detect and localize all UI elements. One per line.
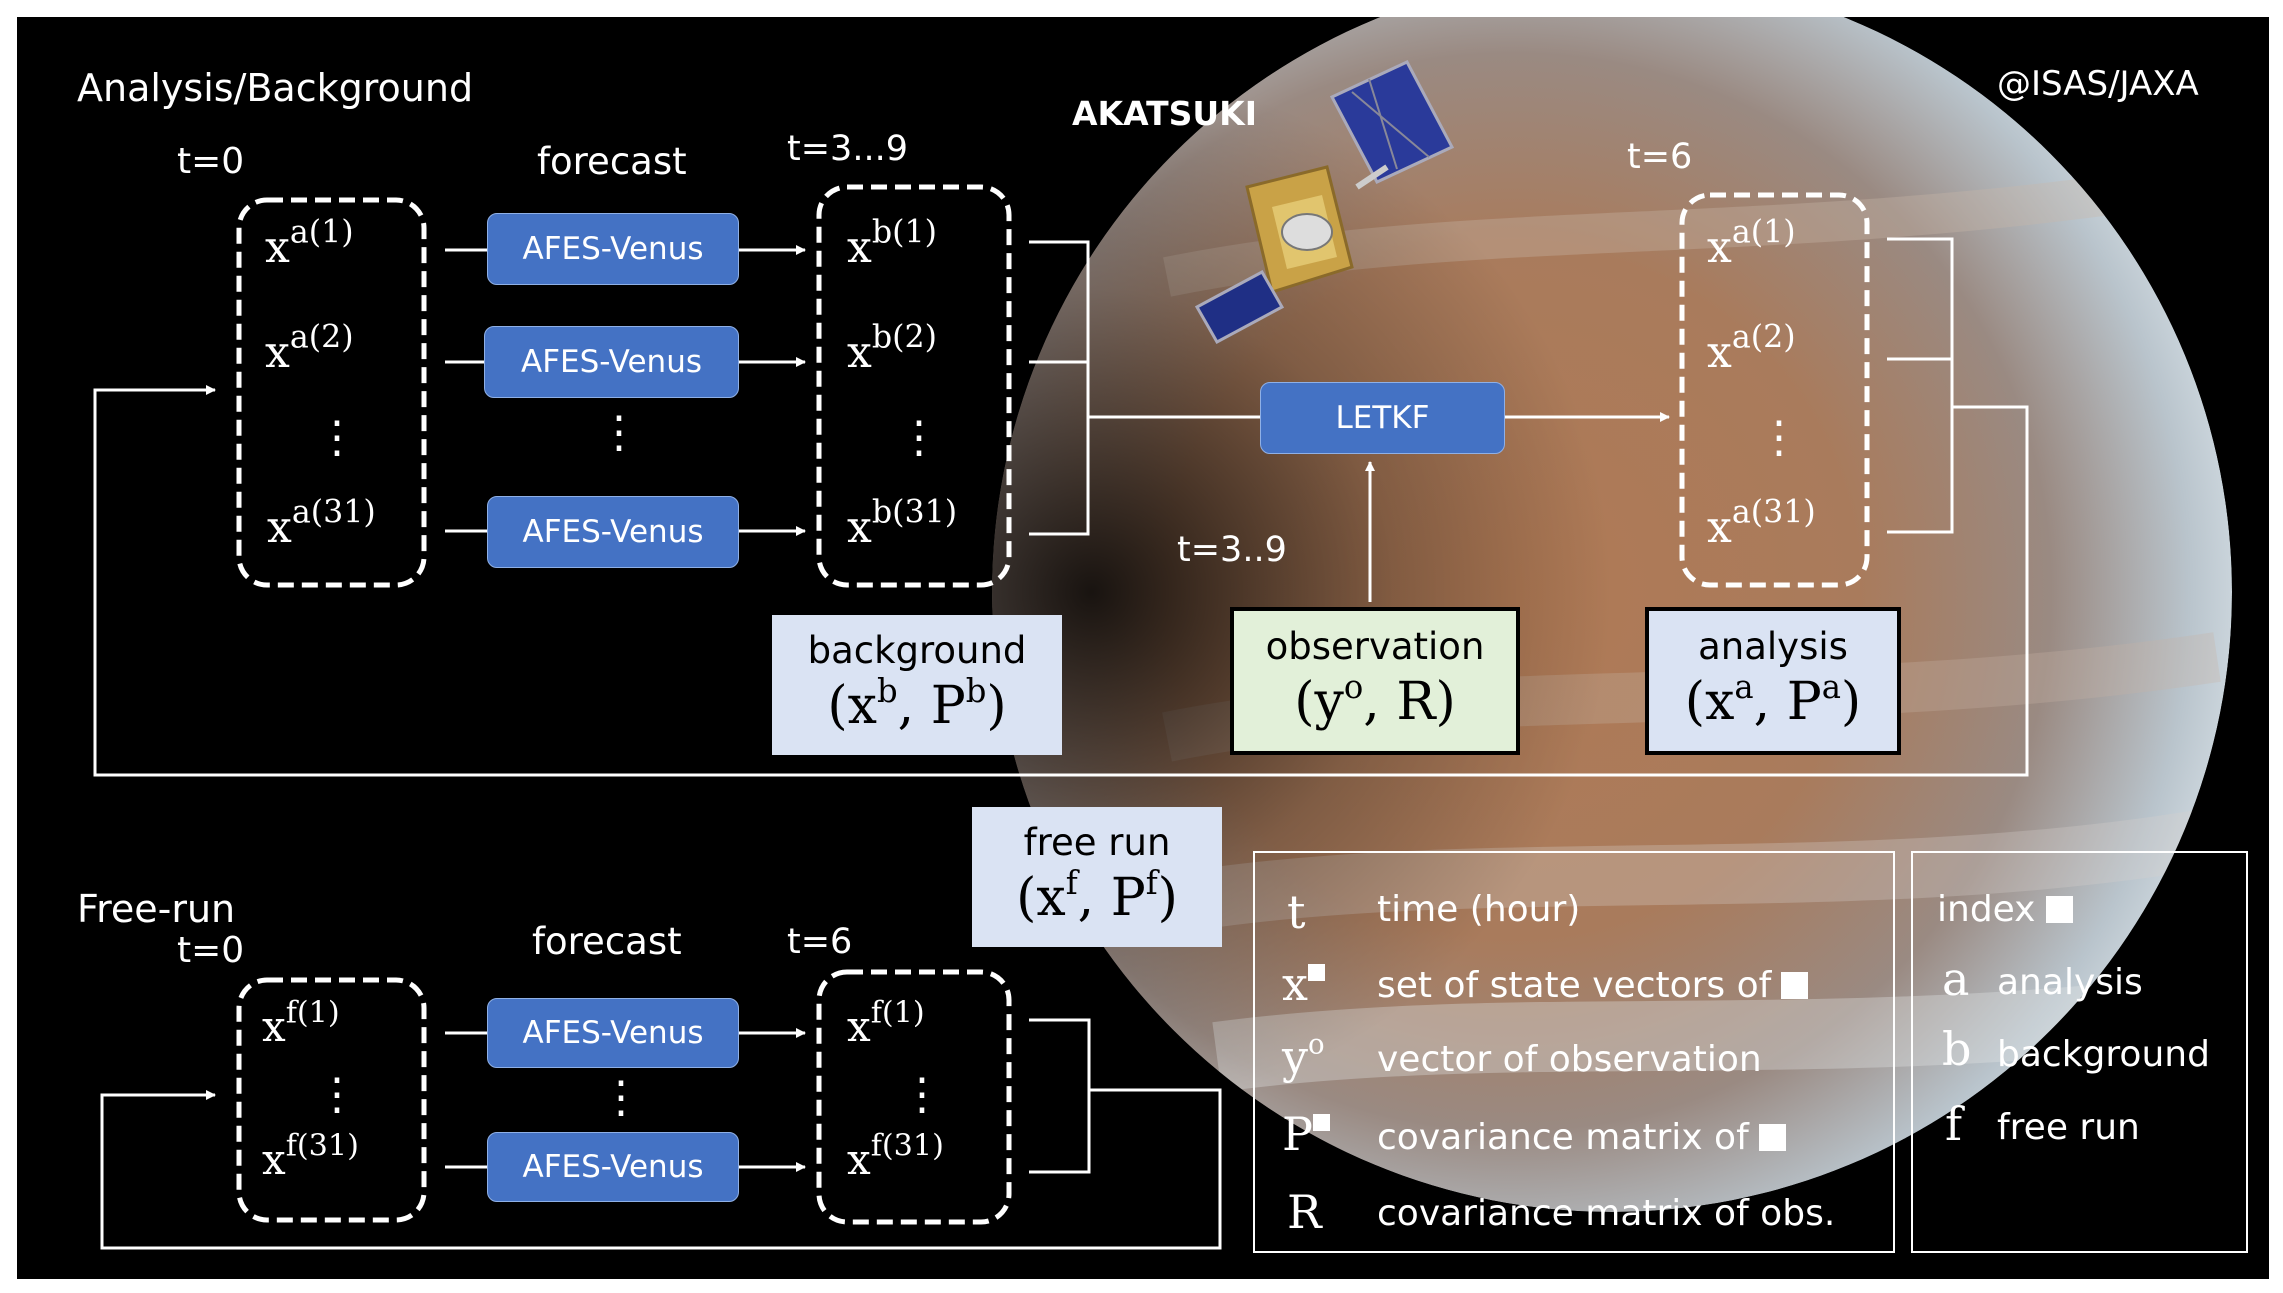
xf-out-member-1: xf(1): [847, 995, 925, 1051]
legend-symbol-p: P: [1282, 1107, 1330, 1161]
afes-venus-model-1: AFES-Venus: [487, 213, 739, 285]
analysis-section-title: Analysis/Background: [77, 66, 474, 110]
freerun-forecast-label: forecast: [532, 920, 682, 963]
index-text-b: background: [1997, 1034, 2210, 1075]
legend-text-x: set of state vectors of: [1377, 965, 1809, 1006]
legend-text-r: covariance matrix of obs.: [1377, 1193, 1836, 1234]
index-symbol-b: b: [1942, 1022, 1972, 1076]
xb-ellipsis: ⋮: [897, 412, 941, 463]
xf-out-member-31: xf(31): [847, 1128, 944, 1184]
xa-out-member-2: xa(2): [1707, 319, 1796, 378]
index-legend-title: index: [1937, 889, 2073, 930]
xb-member-1: xb(1): [847, 214, 937, 273]
freerun-afes-venus-model-1: AFES-Venus: [487, 998, 739, 1068]
xa-out-member-1: xa(1): [1707, 214, 1796, 273]
xa-out-ellipsis: ⋮: [1757, 412, 1801, 463]
freerun-box: free run (xf, Pf): [972, 807, 1222, 947]
index-text-f: free run: [1997, 1107, 2140, 1148]
t-obs-label: t=3..9: [1177, 530, 1287, 570]
t-end-label: t=6: [1627, 137, 1693, 177]
xa-out-member-31: xa(31): [1707, 494, 1816, 553]
freerun-t-start-label: t=0: [177, 930, 245, 971]
xb-member-31: xb(31): [847, 494, 958, 553]
xa-member-31: xa(31): [267, 494, 376, 553]
xf-ellipsis: ⋮: [315, 1069, 359, 1120]
akatsuki-satellite-icon: [1194, 60, 1455, 345]
xb-member-2: xb(2): [847, 319, 937, 378]
analysis-box: analysis (xa, Pa): [1645, 607, 1901, 755]
t-start-label: t=0: [177, 141, 245, 182]
forecast-label: forecast: [537, 140, 687, 183]
xa-member-2: xa(2): [265, 319, 354, 378]
legend-symbol-r: R: [1287, 1185, 1322, 1239]
connector-lines: [93, 184, 2248, 1253]
freerun-section-title: Free-run: [77, 887, 236, 931]
letkf-box: LETKF: [1260, 382, 1505, 454]
index-symbol-f: f: [1945, 1097, 1963, 1151]
legend-symbol-t: t: [1287, 885, 1306, 939]
index-symbol-a: a: [1942, 952, 1970, 1006]
legend-text-t: time (hour): [1377, 889, 1581, 930]
legend-text-p: covariance matrix of: [1377, 1117, 1786, 1158]
afes-venus-model-3: AFES-Venus: [487, 496, 739, 568]
copyright-label: @ISAS/JAXA: [1997, 64, 2199, 104]
freerun-model-ellipsis: ⋮: [599, 1072, 643, 1123]
background-box: background (xb, Pb): [772, 615, 1062, 755]
satellite-name: AKATSUKI: [1072, 94, 1258, 133]
xf-member-31: xf(31): [262, 1128, 359, 1184]
model-ellipsis: ⋮: [597, 407, 641, 458]
xf-member-1: xf(1): [262, 995, 340, 1051]
afes-venus-model-2: AFES-Venus: [484, 326, 739, 398]
observation-box: observation (yo, R): [1230, 607, 1520, 755]
xf-out-ellipsis: ⋮: [900, 1069, 944, 1120]
xa-ellipsis: ⋮: [315, 412, 359, 463]
xa-member-1: xa(1): [265, 214, 354, 273]
legend-text-y: vector of observation: [1377, 1039, 1762, 1080]
diagram-canvas: @ISAS/JAXA AKATSUKI Analysis/Background …: [17, 17, 2269, 1279]
t-mid-label: t=3...9: [787, 129, 908, 169]
legend-symbol-x: x: [1282, 957, 1325, 1011]
freerun-afes-venus-model-2: AFES-Venus: [487, 1132, 739, 1202]
index-text-a: analysis: [1997, 962, 2143, 1003]
freerun-t-end-label: t=6: [787, 922, 853, 962]
legend-symbol-y: yo: [1282, 1027, 1325, 1084]
